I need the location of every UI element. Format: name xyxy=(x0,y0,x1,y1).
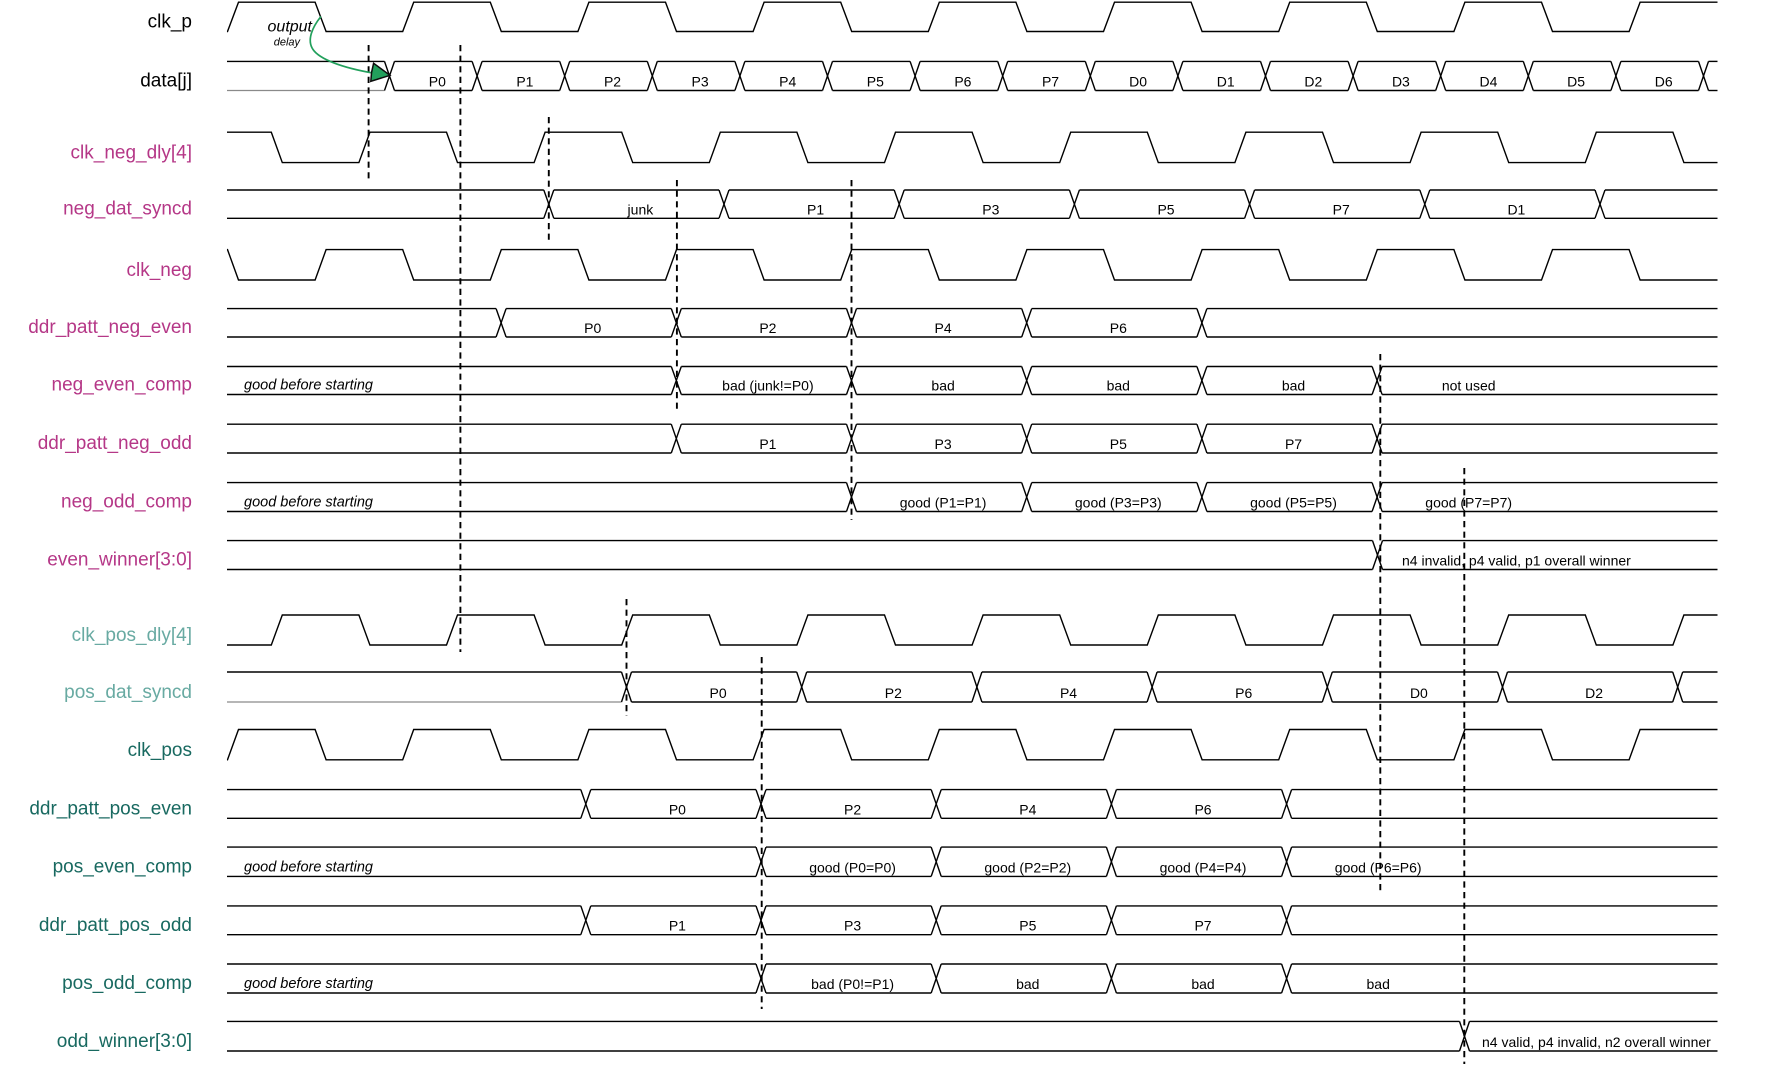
svg-text:pos_odd_comp: pos_odd_comp xyxy=(62,973,192,994)
svg-text:good before starting: good before starting xyxy=(244,976,373,992)
svg-text:good (P7=P7): good (P7=P7) xyxy=(1425,495,1512,511)
svg-text:P6: P6 xyxy=(954,74,971,90)
svg-text:not used: not used xyxy=(1442,378,1496,394)
svg-text:P4: P4 xyxy=(935,320,952,336)
svg-text:D3: D3 xyxy=(1392,74,1410,90)
svg-text:pos_even_comp: pos_even_comp xyxy=(53,857,192,878)
svg-text:pos_dat_syncd: pos_dat_syncd xyxy=(64,682,192,703)
svg-text:P7: P7 xyxy=(1194,918,1211,934)
svg-text:P1: P1 xyxy=(807,201,824,217)
svg-text:P6: P6 xyxy=(1110,320,1127,336)
svg-text:odd_winner[3:0]: odd_winner[3:0] xyxy=(57,1031,192,1052)
svg-text:P7: P7 xyxy=(1042,74,1059,90)
svg-text:clk_pos_dly[4]: clk_pos_dly[4] xyxy=(72,625,192,646)
svg-text:D0: D0 xyxy=(1129,74,1147,90)
svg-text:good before starting: good before starting xyxy=(244,859,373,875)
svg-text:delay: delay xyxy=(274,37,302,49)
svg-text:P1: P1 xyxy=(669,918,686,934)
svg-text:good (P0=P0): good (P0=P0) xyxy=(809,859,896,875)
svg-text:bad: bad xyxy=(1016,976,1039,992)
svg-text:P2: P2 xyxy=(604,74,621,90)
svg-text:P3: P3 xyxy=(982,201,999,217)
svg-text:P6: P6 xyxy=(1194,801,1211,817)
svg-text:ddr_patt_neg_even: ddr_patt_neg_even xyxy=(28,317,192,338)
svg-text:bad: bad xyxy=(1282,378,1305,394)
svg-text:clk_neg_dly[4]: clk_neg_dly[4] xyxy=(71,143,192,164)
svg-text:P2: P2 xyxy=(844,801,861,817)
svg-text:P2: P2 xyxy=(759,320,776,336)
svg-text:D5: D5 xyxy=(1567,74,1585,90)
svg-text:P0: P0 xyxy=(710,685,727,701)
svg-text:P3: P3 xyxy=(844,918,861,934)
svg-text:P6: P6 xyxy=(1235,685,1252,701)
svg-text:good before starting: good before starting xyxy=(244,495,373,511)
svg-text:bad (junk!=P0): bad (junk!=P0) xyxy=(722,378,813,394)
svg-text:junk: junk xyxy=(627,201,655,217)
svg-text:D4: D4 xyxy=(1480,74,1498,90)
svg-text:neg_dat_syncd: neg_dat_syncd xyxy=(63,198,192,219)
svg-text:good (P2=P2): good (P2=P2) xyxy=(984,859,1071,875)
svg-text:good (P5=P5): good (P5=P5) xyxy=(1250,495,1337,511)
svg-text:D0: D0 xyxy=(1410,685,1428,701)
svg-text:P0: P0 xyxy=(584,320,601,336)
svg-text:P0: P0 xyxy=(429,74,446,90)
svg-text:P1: P1 xyxy=(759,436,776,452)
svg-text:D2: D2 xyxy=(1585,685,1603,701)
svg-text:bad: bad xyxy=(1191,976,1214,992)
svg-text:clk_p: clk_p xyxy=(148,12,192,33)
svg-text:good (P1=P1): good (P1=P1) xyxy=(900,495,987,511)
svg-text:neg_odd_comp: neg_odd_comp xyxy=(61,492,192,513)
svg-text:data[j]: data[j] xyxy=(140,71,192,92)
svg-text:bad: bad xyxy=(931,378,954,394)
svg-text:n4 invalid, p4 valid, p1 overa: n4 invalid, p4 valid, p1 overall winner xyxy=(1402,553,1631,569)
svg-text:good (P3=P3): good (P3=P3) xyxy=(1075,495,1162,511)
svg-text:P4: P4 xyxy=(1060,685,1077,701)
svg-text:clk_pos: clk_pos xyxy=(128,740,192,761)
svg-text:D1: D1 xyxy=(1507,201,1525,217)
svg-text:good (P4=P4): good (P4=P4) xyxy=(1160,859,1247,875)
svg-text:P5: P5 xyxy=(1157,201,1174,217)
svg-text:D2: D2 xyxy=(1304,74,1322,90)
svg-text:good before starting: good before starting xyxy=(244,378,373,394)
svg-text:neg_even_comp: neg_even_comp xyxy=(52,375,193,396)
svg-text:P5: P5 xyxy=(1019,918,1036,934)
svg-text:P5: P5 xyxy=(867,74,884,90)
svg-text:P7: P7 xyxy=(1285,436,1302,452)
svg-text:good (P6=P6): good (P6=P6) xyxy=(1335,859,1422,875)
svg-text:clk_neg: clk_neg xyxy=(127,260,193,281)
svg-text:P3: P3 xyxy=(935,436,952,452)
svg-text:even_winner[3:0]: even_winner[3:0] xyxy=(47,550,192,571)
svg-text:bad: bad xyxy=(1367,976,1390,992)
svg-text:output: output xyxy=(268,19,313,36)
svg-text:P3: P3 xyxy=(692,74,709,90)
svg-text:ddr_patt_pos_odd: ddr_patt_pos_odd xyxy=(39,915,192,936)
svg-text:bad: bad xyxy=(1107,378,1130,394)
svg-text:D6: D6 xyxy=(1655,74,1673,90)
svg-text:n4 valid, p4 invalid, n2 overa: n4 valid, p4 invalid, n2 overall winner xyxy=(1482,1034,1711,1050)
svg-text:P2: P2 xyxy=(885,685,902,701)
svg-text:ddr_patt_pos_even: ddr_patt_pos_even xyxy=(29,798,192,819)
svg-text:P0: P0 xyxy=(669,801,686,817)
svg-text:bad (P0!=P1): bad (P0!=P1) xyxy=(811,976,894,992)
svg-text:ddr_patt_neg_odd: ddr_patt_neg_odd xyxy=(38,433,192,454)
svg-text:P5: P5 xyxy=(1110,436,1127,452)
svg-text:P7: P7 xyxy=(1333,201,1350,217)
svg-text:P1: P1 xyxy=(516,74,533,90)
svg-text:P4: P4 xyxy=(779,74,796,90)
svg-text:D1: D1 xyxy=(1217,74,1235,90)
svg-text:P4: P4 xyxy=(1019,801,1036,817)
